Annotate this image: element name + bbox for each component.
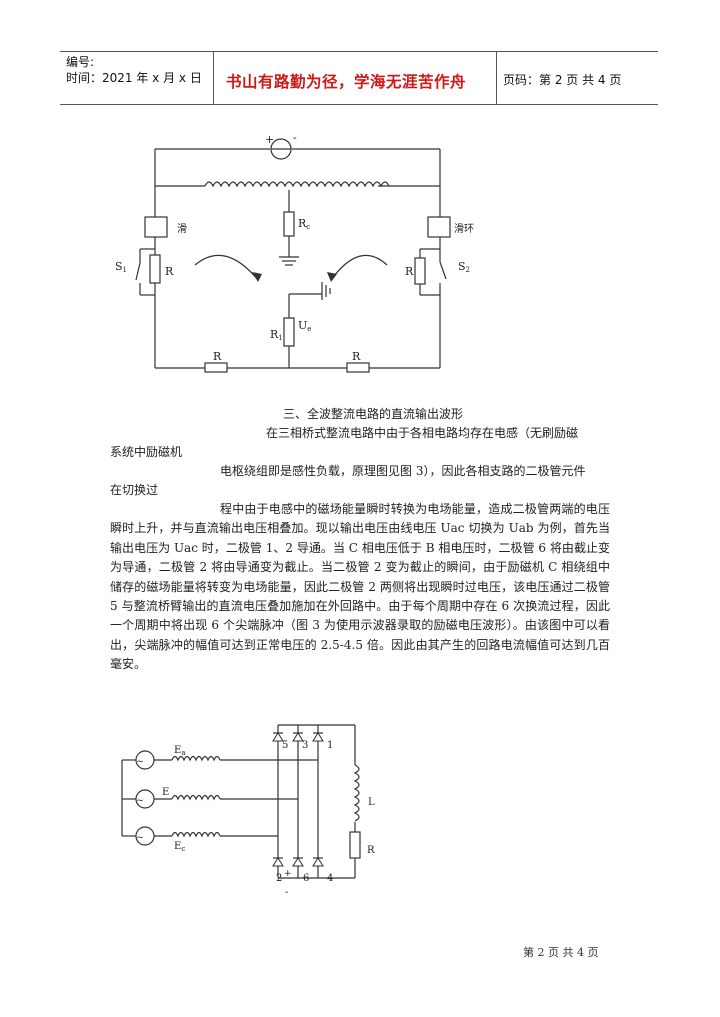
arrow-left-loop-icon xyxy=(252,272,262,282)
resistor-r-label: R xyxy=(367,845,375,856)
diode-6-label: 6 xyxy=(303,873,309,884)
header-bottom-rule xyxy=(60,104,658,105)
diode-2-icon xyxy=(272,857,284,867)
header-top-rule xyxy=(60,51,658,52)
bridge-minus-label: - xyxy=(285,887,288,898)
diode-6-icon xyxy=(292,857,304,867)
diode-3-icon xyxy=(292,732,304,742)
paragraph-1-line-2: 系统中励磁机 xyxy=(110,445,183,459)
slip-ring-right-label: 滑环 xyxy=(454,223,474,235)
paragraph-1-line-1: 在三相桥式整流电路中由于各相电路均存在电感（无刷励磁 xyxy=(266,426,579,440)
source-c-icon: ~ xyxy=(136,833,144,843)
resistor-bottom-left-label: R xyxy=(213,350,222,363)
resistor-bottom-right-label: R xyxy=(352,350,361,363)
source-a-icon: ~ xyxy=(136,757,144,767)
voltage-ue-label: Ue xyxy=(298,319,311,333)
header-divider-left xyxy=(213,51,214,105)
footer-page-info: 第 2 页 共 4 页 xyxy=(523,946,599,959)
date-label: 时间：2021 年 x 月 x 日 xyxy=(66,71,202,85)
phase-eb-label: E xyxy=(162,787,169,798)
diode-1-label: 1 xyxy=(327,740,333,751)
diode-4-icon xyxy=(312,857,324,867)
phase-ec-label: Ec xyxy=(174,841,185,853)
resistor-right-label: R xyxy=(405,265,414,278)
diode-4-label: 4 xyxy=(327,873,333,884)
inductor-coil xyxy=(204,181,390,188)
diode-5-label: 5 xyxy=(282,740,288,751)
page-info: 页码：第 2 页 共 4 页 xyxy=(503,73,622,87)
diode-3-label: 3 xyxy=(302,740,308,751)
paragraph-2-line-1: 电枢绕组即是感性负载，原理图见图 3），因此各相支路的二极管元件 xyxy=(220,464,586,478)
slip-ring-left-label: 滑 xyxy=(177,223,187,235)
serial-number-label: 编号: xyxy=(66,55,95,69)
source-minus-label: - xyxy=(293,131,297,144)
paragraph-2-line-2: 在切换过 xyxy=(110,483,159,497)
resistor-r1-label: R1 xyxy=(270,328,283,342)
switch-s1-label: S1 xyxy=(115,260,127,274)
phase-ea-label: Ea xyxy=(174,745,186,757)
diode-5-icon xyxy=(272,732,284,742)
switch-s2-label: S2 xyxy=(458,260,470,274)
diode-2-label: 2 xyxy=(276,873,282,884)
three-phase-bridge-diagram: ~ ~ ~ Ea E Ec 5 3 1 2 + 6 4 - L R xyxy=(121,724,375,898)
bridge-plus-label: + xyxy=(284,869,292,879)
inductor-l-label: L xyxy=(368,797,375,808)
resistor-rc-label: Rc xyxy=(298,217,310,231)
diode-1-icon xyxy=(312,732,324,742)
header-divider-right xyxy=(496,51,497,105)
source-b-icon: ~ xyxy=(136,796,144,806)
resistor-left-label: R xyxy=(165,265,174,278)
paragraph-3: 程中由于电感中的磁场能量瞬时转换为电场能量，造成二极管两端的电压瞬时上升，并与直… xyxy=(110,502,610,672)
excitation-circuit-diagram: + - 滑 滑环 S1 S2 R R Rc R R R1 Ue xyxy=(115,131,474,373)
source-plus-label: + xyxy=(265,133,274,146)
motto: 书山有路勤为径，学海无涯苦作舟 xyxy=(226,73,467,91)
section-title: 三、全波整流电路的直流输出波形 xyxy=(283,407,464,421)
arrow-right-loop-icon xyxy=(327,272,337,282)
